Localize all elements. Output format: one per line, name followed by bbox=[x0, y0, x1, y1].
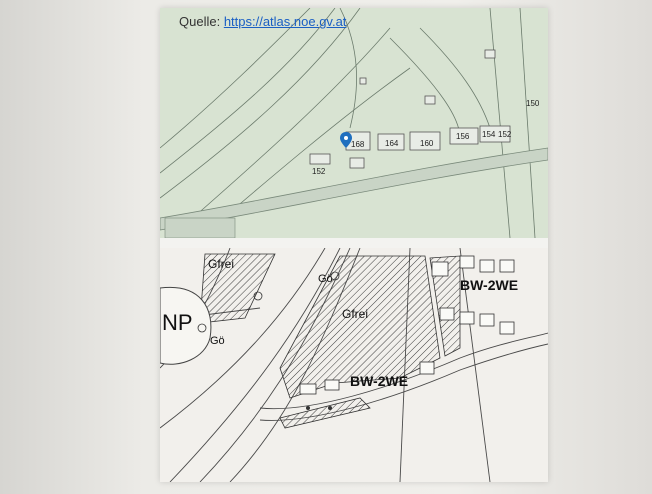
zone-bw-bottom-label: BW-2WE bbox=[350, 373, 408, 389]
top-map: 168 164 160 156 154 152 150 152 bbox=[160, 8, 548, 238]
top-map-buildings bbox=[309, 49, 511, 169]
parcel-number-164: 164 bbox=[385, 139, 399, 148]
parcel-number-152: 152 bbox=[498, 130, 512, 139]
hatched-area-strip bbox=[429, 255, 461, 357]
parcel-number-150: 150 bbox=[526, 99, 540, 108]
boundary-marker-circle bbox=[197, 323, 207, 333]
bottom-map: NP Gfrei Gfrei Gö Gö BW-2WE BW-2WE bbox=[160, 248, 548, 482]
zone-go-left-label: Gö bbox=[210, 335, 225, 347]
location-pin-icon bbox=[340, 132, 352, 148]
parcel-number-154: 154 bbox=[482, 130, 496, 139]
hatched-area-center bbox=[279, 255, 441, 399]
zone-bw-top-label: BW-2WE bbox=[460, 277, 518, 293]
top-map-ground bbox=[160, 8, 548, 238]
zone-gfrei-center-label: Gfrei bbox=[342, 307, 368, 321]
boundary-marker-dot bbox=[328, 406, 332, 410]
source-prefix: Quelle: bbox=[179, 14, 224, 29]
boundary-marker-circle bbox=[330, 271, 340, 281]
top-map-road bbox=[160, 147, 548, 231]
parcel-number-160: 160 bbox=[420, 139, 434, 148]
boundary-marker-dot bbox=[306, 406, 310, 410]
parcel-number-152-lower: 152 bbox=[312, 167, 326, 176]
parcel-number-156: 156 bbox=[456, 132, 470, 141]
parcel-number-168: 168 bbox=[351, 140, 365, 149]
zone-gfrei-left-label: Gfrei bbox=[208, 257, 234, 271]
zone-np-label: NP bbox=[162, 310, 193, 335]
boundary-marker-circle bbox=[253, 291, 263, 301]
bottom-map-buildings bbox=[299, 255, 515, 395]
source-link[interactable]: https://atlas.noe.gv.at bbox=[223, 14, 347, 29]
np-area bbox=[160, 286, 212, 365]
zone-go-top-label: Gö bbox=[318, 273, 333, 285]
source-label: Quelle: https://atlas.noe.gv.at bbox=[179, 14, 346, 29]
